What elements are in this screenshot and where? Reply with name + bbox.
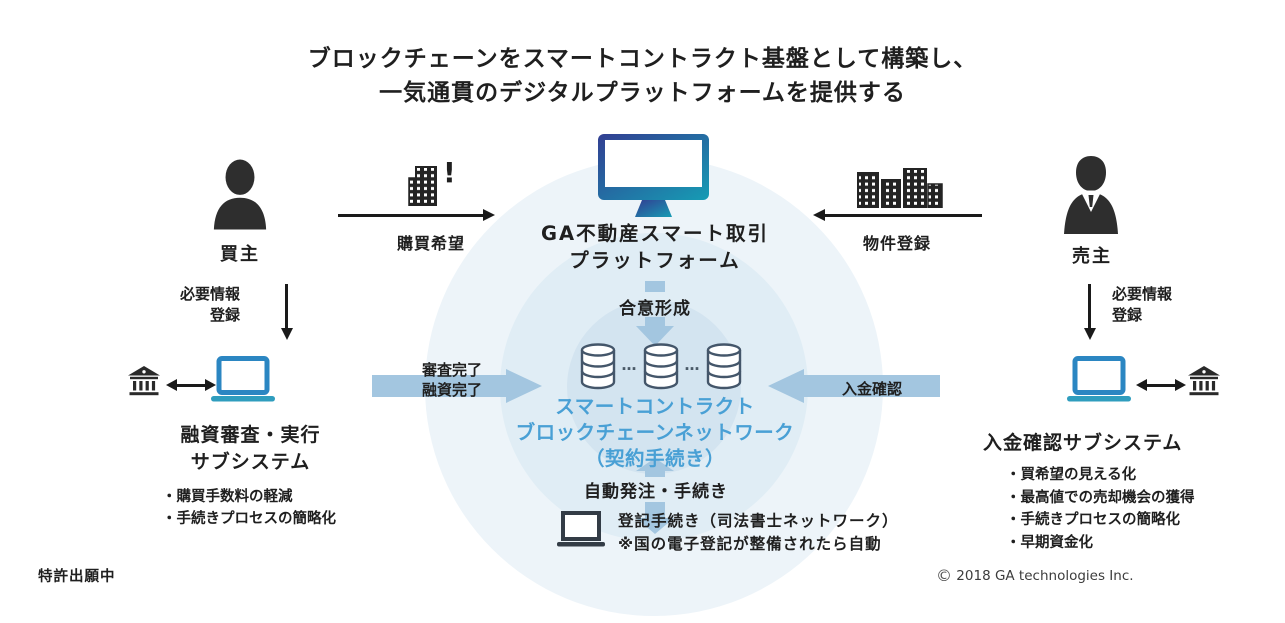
laptop-bank-sync-arrow-icon bbox=[1136, 379, 1186, 391]
seller-info-label: 必要情報 登録 bbox=[1112, 284, 1232, 326]
payment-bullet-4: ・早期資金化 bbox=[1006, 534, 1093, 551]
seller-info-line2: 登録 bbox=[1112, 306, 1143, 324]
platform-monitor-icon bbox=[597, 133, 710, 219]
alert-mark: ! bbox=[443, 156, 456, 189]
payment-bullet-2: ・最高値での売却機会の獲得 bbox=[1006, 489, 1195, 506]
seller-icon bbox=[1058, 154, 1124, 234]
payment-confirm-arrowhead-icon bbox=[768, 369, 804, 403]
payment-subsystem-title: 入金確認サブシステム bbox=[983, 432, 1183, 454]
blockchain-label-line3: （契約手続き） bbox=[584, 447, 725, 470]
database-ellipsis-1: … bbox=[621, 356, 637, 374]
buyer-info-arrow-icon bbox=[285, 284, 288, 329]
database-ellipsis-2: … bbox=[684, 356, 700, 374]
registration-laptop-icon bbox=[556, 511, 606, 549]
database-icon-2 bbox=[641, 342, 681, 390]
auto-order-arrow-segment-top bbox=[645, 471, 665, 477]
blockchain-label-line2: ブロックチェーンネットワーク bbox=[515, 421, 795, 444]
bank-laptop-sync-arrow-icon bbox=[166, 379, 216, 391]
blockchain-network-label: スマートコントラクト ブロックチェーンネットワーク （契約手続き） bbox=[455, 394, 855, 472]
loan-laptop-icon bbox=[210, 356, 276, 402]
buyer-info-line2: 登録 bbox=[209, 306, 240, 324]
purchase-request-arrow-icon bbox=[338, 209, 495, 221]
registration-note: 登記手続き（司法書士ネットワーク） ※国の電子登記が整備されたら自動 bbox=[618, 510, 899, 556]
platform-name: GA不動産スマート取引 プラットフォーム bbox=[500, 220, 810, 274]
page-title-line1: ブロックチェーンをスマートコントラクト基盤として構築し、 bbox=[307, 46, 978, 72]
purchase-request-label: 購買希望 bbox=[396, 234, 465, 253]
loan-done-arrowhead-icon bbox=[506, 369, 542, 403]
buyer-info-label: 必要情報 登録 bbox=[118, 284, 240, 326]
payment-confirm-label: 入金確認 bbox=[841, 380, 902, 398]
patent-pending-label: 特許出願中 bbox=[38, 569, 116, 585]
loan-done-arrow-shaft bbox=[372, 375, 506, 397]
loan-done-line2: 融資完了 bbox=[421, 381, 482, 399]
payment-subsystem-bullets: ・買希望の見える化 ・最高値での売却機会の獲得 ・手続きプロセスの簡略化 ・早期… bbox=[1006, 464, 1195, 554]
bank-icon-right bbox=[1188, 366, 1220, 396]
loan-done-label: 審査完了 融資完了 bbox=[400, 360, 504, 400]
auto-order-arrow-segment-bottom bbox=[645, 502, 665, 518]
database-icon-3 bbox=[704, 342, 744, 390]
seller-label: 売主 bbox=[1072, 246, 1112, 267]
auto-order-label: 自動発注・手続き bbox=[584, 482, 728, 502]
registration-note-line1: 登記手続き（司法書士ネットワーク） bbox=[618, 512, 899, 530]
payment-confirm-arrow-shaft bbox=[804, 375, 940, 397]
platform-name-line2: プラットフォーム bbox=[569, 249, 741, 272]
loan-subsystem-title-line1: 融資審査・実行 bbox=[180, 424, 321, 446]
buyer-info-line1: 必要情報 bbox=[179, 285, 240, 303]
registration-note-line2: ※国の電子登記が整備されたら自動 bbox=[618, 535, 882, 553]
buyer-icon bbox=[212, 156, 268, 232]
seller-info-arrow-icon bbox=[1088, 284, 1091, 329]
consensus-arrow-segment-bottom bbox=[645, 317, 665, 326]
loan-subsystem-bullets: ・購買手数料の軽減 ・手続きプロセスの簡略化 bbox=[162, 486, 336, 530]
bank-icon bbox=[128, 366, 160, 396]
loan-bullet-2: ・手続きプロセスの簡略化 bbox=[162, 511, 336, 527]
payment-laptop-icon bbox=[1066, 356, 1132, 402]
copyright: © 2018 GA technologies Inc. bbox=[936, 566, 1134, 585]
loan-bullet-1: ・購買手数料の軽減 bbox=[162, 489, 293, 505]
loan-subsystem-title: 融資審査・実行 サブシステム bbox=[138, 422, 363, 476]
property-register-label: 物件登録 bbox=[862, 234, 931, 253]
payment-bullet-1: ・買希望の見える化 bbox=[1006, 467, 1137, 483]
loan-subsystem-title-line2: サブシステム bbox=[190, 451, 311, 473]
buyer-label: 買主 bbox=[220, 244, 260, 265]
property-register-arrow-icon bbox=[813, 209, 982, 221]
loan-done-line1: 審査完了 bbox=[421, 361, 482, 379]
database-icon-1 bbox=[578, 342, 618, 390]
page-title: ブロックチェーンをスマートコントラクト基盤として構築し、 一気通貫のデジタルプラ… bbox=[0, 42, 1285, 110]
auto-order-arrowhead-up-icon bbox=[636, 458, 674, 471]
seller-info-line1: 必要情報 bbox=[1112, 285, 1173, 303]
consensus-arrowhead-icon bbox=[636, 326, 674, 346]
payment-bullet-3: ・手続きプロセスの簡略化 bbox=[1006, 512, 1180, 528]
buildings-group-icon bbox=[856, 168, 946, 208]
property-building-icon bbox=[408, 166, 438, 206]
copyright-icon: © bbox=[936, 566, 952, 585]
blockchain-label-line1: スマートコントラクト bbox=[555, 395, 755, 418]
platform-name-line1: GA不動産スマート取引 bbox=[540, 222, 769, 245]
copyright-text: 2018 GA technologies Inc. bbox=[956, 568, 1134, 584]
consensus-label: 合意形成 bbox=[619, 299, 691, 319]
auto-order-arrowhead-down-icon bbox=[636, 518, 674, 534]
page-title-line2: 一気通貫のデジタルプラットフォームを提供する bbox=[379, 80, 906, 106]
consensus-arrow-segment-top bbox=[645, 281, 665, 292]
